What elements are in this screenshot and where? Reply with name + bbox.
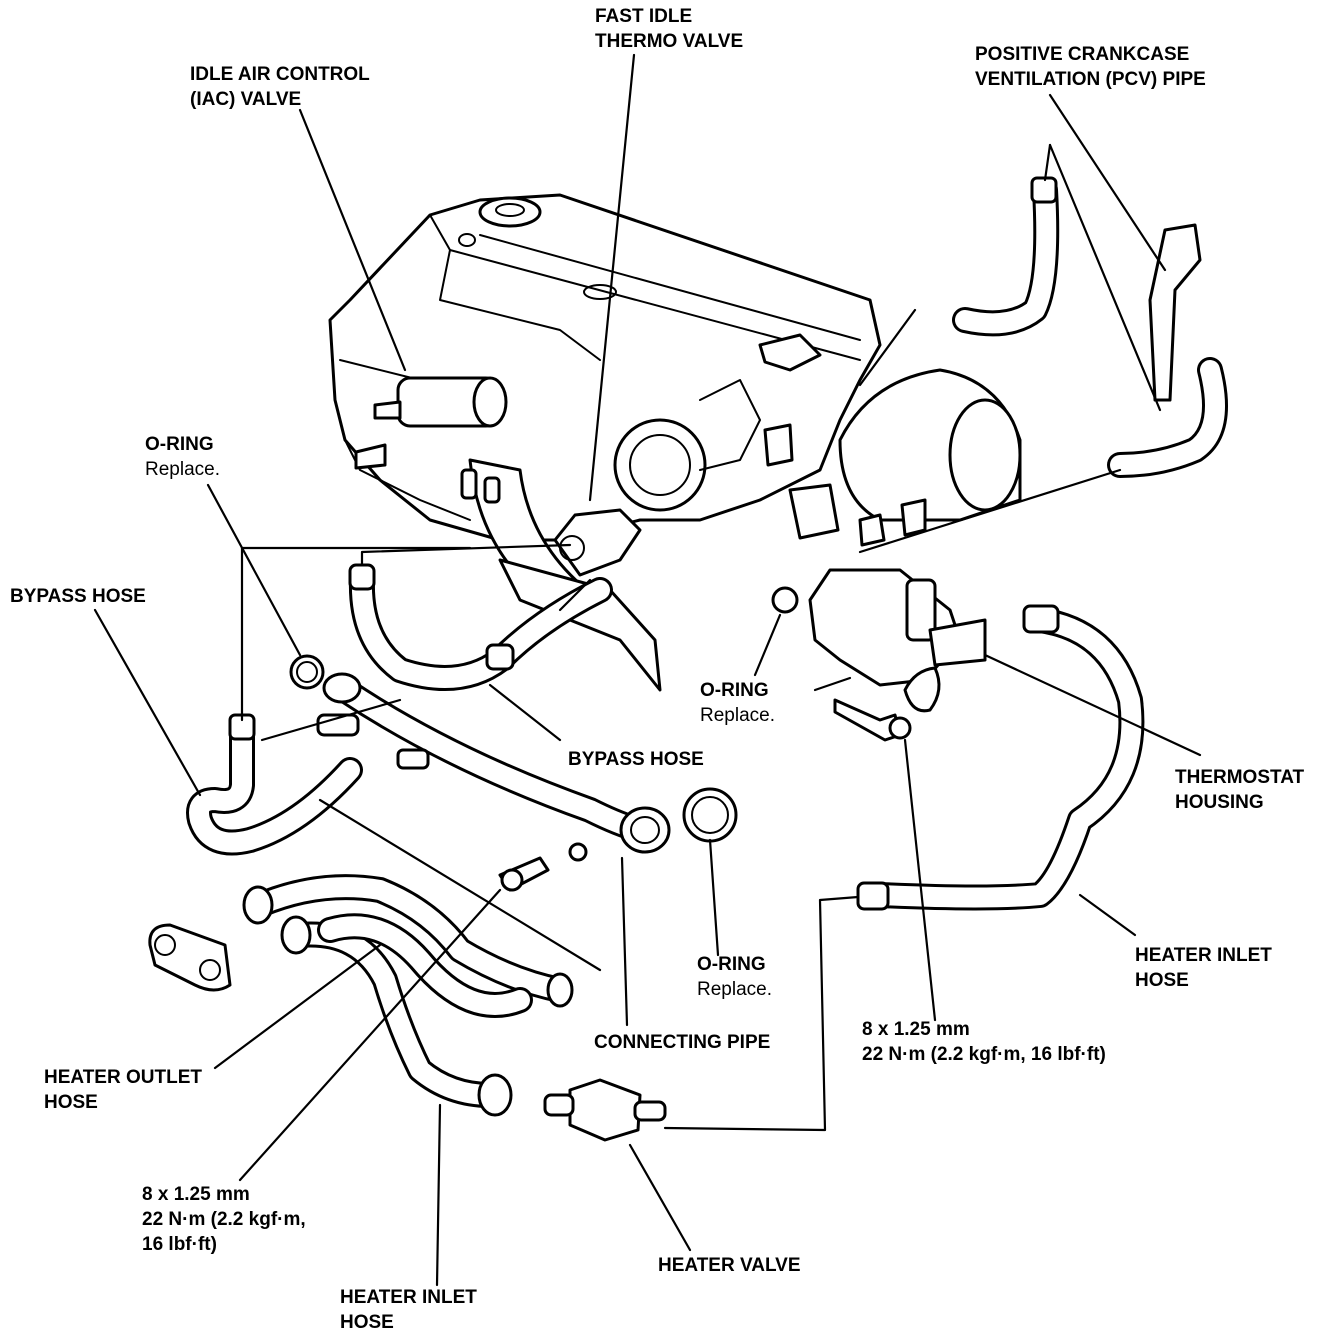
label-heater-inlet-hose-bottom: HEATER INLET HOSE — [340, 1287, 477, 1333]
heater-inlet-hose-right — [856, 604, 1145, 911]
label-thermostat-housing: THERMOSTAT HOUSING — [1175, 767, 1305, 813]
label-bypass-hose-left: BYPASS HOSE — [10, 586, 146, 607]
leader-lines — [93, 53, 1202, 1287]
bypass-hose-left — [186, 713, 363, 856]
heater-valve — [543, 1078, 667, 1142]
pcv-pipe — [952, 176, 1228, 478]
label-heater-inlet-hose-right: HEATER INLET HOSE — [1135, 945, 1272, 991]
label-bypass-hose-center: BYPASS HOSE — [568, 749, 704, 770]
iac-valve — [354, 376, 508, 504]
label-heater-valve: HEATER VALVE — [658, 1255, 801, 1276]
thermostat-housing — [771, 568, 987, 742]
label-bolt-spec-left: 8 x 1.25 mm 22 N·m (2.2 kgf·m, 16 lbf·ft… — [142, 1184, 306, 1255]
label-heater-outlet-hose: HEATER OUTLET HOSE — [44, 1067, 202, 1113]
label-o-ring-center: O-RING Replace. — [700, 680, 775, 726]
connecting-pipe — [289, 654, 738, 892]
engine-block — [328, 193, 1022, 692]
label-o-ring-left: O-RING Replace. — [145, 434, 220, 480]
label-connecting-pipe: CONNECTING PIPE — [594, 1032, 771, 1053]
label-fast-idle-thermo-valve: FAST IDLE THERMO VALVE — [595, 6, 744, 52]
label-pcv-pipe: POSITIVE CRANKCASE VENTILATION (PCV) PIP… — [975, 44, 1206, 90]
label-iac-valve: IDLE AIR CONTROL (IAC) VALVE — [190, 64, 370, 110]
heater-hoses-lower — [148, 874, 574, 1117]
label-o-ring-lower: O-RING Replace. — [697, 954, 772, 1000]
bypass-hose — [348, 563, 613, 691]
label-bolt-spec-right: 8 x 1.25 mm 22 N·m (2.2 kgf·m, 16 lbf·ft… — [862, 1019, 1106, 1065]
fast-idle-thermo-valve — [553, 508, 642, 577]
